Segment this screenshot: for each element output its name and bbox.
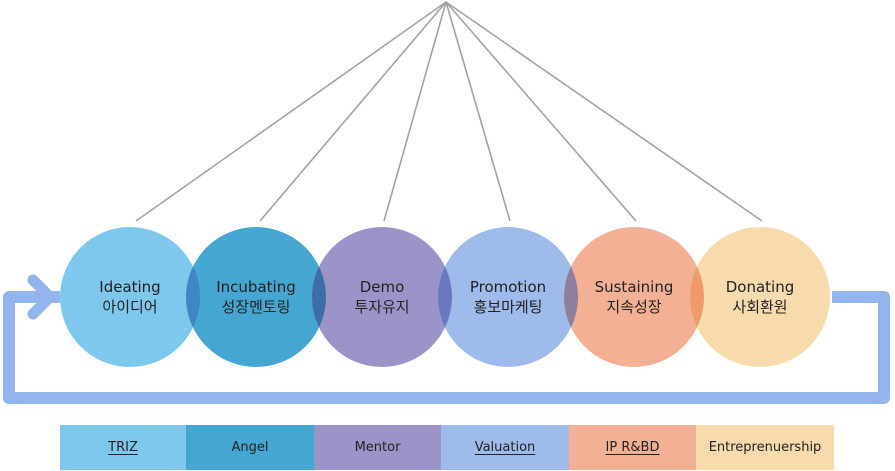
fan-line-6 (445, 1, 763, 222)
stage-ko: 아이디어 (102, 298, 158, 316)
stage-en: Sustaining (594, 278, 674, 296)
fan-line-5 (445, 1, 637, 222)
legend-item-mentor: Mentor (314, 425, 441, 470)
stage-label-ideating: Ideating 아이디어 (55, 277, 205, 317)
fan-line-3 (383, 1, 447, 222)
stage-label-promotion: Promotion 홍보마케팅 (433, 277, 583, 317)
stage-en: Donating (725, 278, 795, 296)
stage-circle-incubating (186, 227, 326, 367)
legend-label: TRIZ (108, 440, 138, 455)
stage-ko: 사회환원 (732, 298, 788, 316)
stage-circle-sustaining (564, 227, 704, 367)
fan-line-2 (259, 1, 447, 222)
stage-en: Ideating (99, 278, 161, 296)
legend-label: Mentor (354, 440, 401, 455)
legend-label: Angel (231, 440, 269, 455)
stage-label-donating: Donating 사회환원 (685, 277, 835, 317)
loop-arrow-icon (27, 274, 56, 320)
stage-ko: 지속성장 (606, 298, 662, 316)
stage-ko: 홍보마케팅 (473, 298, 543, 316)
stage-label-sustaining: Sustaining 지속성장 (559, 277, 709, 317)
legend-item-valuation: Valuation (441, 425, 569, 470)
loop-track (3, 291, 890, 404)
legend-item-angel: Angel (186, 425, 314, 470)
legend-item-triz: TRIZ (60, 425, 186, 470)
fan-line-4 (445, 1, 511, 222)
stage-label-incubating: Incubating 성장멘토링 (181, 277, 331, 317)
stage-ko: 성장멘토링 (221, 298, 291, 316)
stage-en: Demo (359, 278, 405, 296)
legend-item-entreprenuership: Entreprenuership (696, 425, 834, 470)
stage-circle-promotion (438, 227, 578, 367)
feedback-loop (3, 274, 890, 404)
legend-label: IP R&BD (605, 440, 660, 455)
stage-en: Promotion (469, 278, 547, 296)
stage-en: Incubating (216, 278, 296, 296)
legend-label: Entreprenuership (708, 440, 822, 455)
stage-circle-ideating (60, 227, 200, 367)
fan-lines (135, 1, 763, 222)
legend-bar: TRIZ Angel Mentor Valuation IP R&BD Entr… (60, 425, 834, 470)
stage-circle-donating (690, 227, 830, 367)
fan-line-1 (135, 1, 447, 222)
stage-circles (60, 227, 830, 367)
stage-label-demo: Demo 투자유지 (307, 277, 457, 317)
legend-label: Valuation (474, 440, 536, 455)
legend-item-ip-rbd: IP R&BD (569, 425, 696, 470)
stage-circle-demo (312, 227, 452, 367)
stage-ko: 투자유지 (354, 298, 410, 316)
